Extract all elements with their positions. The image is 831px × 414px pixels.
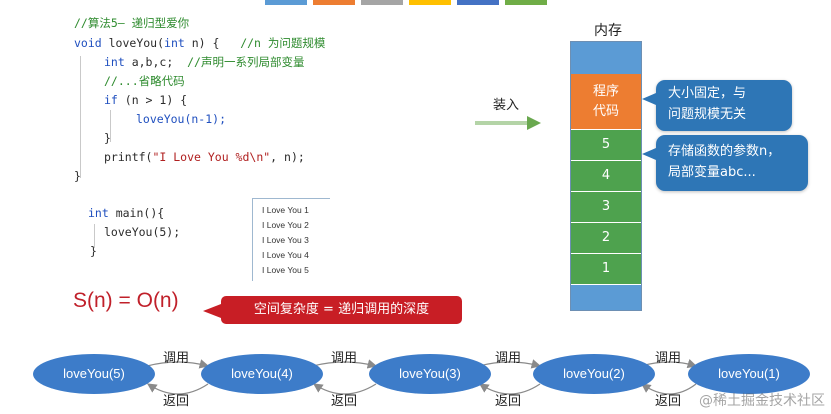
memory-program-code: 程序 代码: [571, 74, 641, 130]
slide-top-color-bar: [265, 0, 547, 5]
main-line-close: }: [90, 244, 97, 258]
tip-text: 大小固定，与: [668, 86, 747, 101]
console-output: I Love You 1 I Love You 2 I Love You 3 I…: [252, 198, 330, 281]
color-segment: [361, 0, 403, 5]
indent-guide: [80, 56, 81, 178]
tip-text: 局部变量abc...: [668, 165, 756, 180]
call-node: loveYou(2): [533, 354, 655, 394]
stack-frame: 4: [571, 161, 641, 192]
code-line-signature: void loveYou(int n) { //n 为问题规模: [74, 36, 326, 50]
color-segment: [409, 0, 451, 5]
call-label: 调用: [163, 351, 190, 366]
color-segment: [457, 0, 499, 5]
code-line-close-function: }: [74, 169, 81, 183]
stack-frame: 5: [571, 130, 641, 161]
code-line-comment: //算法5— 递归型爱你: [74, 16, 190, 30]
program-code-tip: 大小固定，与 问题规模无关: [642, 80, 792, 131]
call-node: loveYou(4): [201, 354, 323, 394]
memory-free-space: [571, 285, 641, 310]
memory-column: 程序 代码 5 4 3 2 1: [570, 41, 642, 311]
return-label: 返回: [331, 394, 358, 409]
color-segment: [313, 0, 355, 5]
color-segment: [505, 0, 547, 5]
main-line-signature: int main(){: [88, 206, 165, 220]
space-complexity-formula: S(n) = O(n): [73, 289, 179, 312]
indent-guide: [94, 224, 95, 248]
load-label: 装入: [493, 98, 520, 113]
memory-title: 内存: [594, 23, 622, 39]
stack-frame: 1: [571, 254, 641, 285]
program-code-label: 代码: [592, 104, 619, 119]
return-label: 返回: [655, 394, 682, 409]
call-node: loveYou(1): [688, 354, 810, 394]
complexity-callout: 空间复杂度 = 递归调用的深度: [203, 296, 462, 324]
console-line: I Love You 3: [262, 235, 309, 245]
tip-text: 问题规模无关: [668, 107, 747, 122]
console-line: I Love You 2: [262, 220, 309, 230]
code-line-if: if (n > 1) {: [104, 93, 188, 107]
stack-frame-tip: 存储函数的参数n， 局部变量abc...: [642, 135, 808, 191]
call-node: loveYou(5): [33, 354, 155, 394]
indent-guide: [110, 110, 111, 142]
main-line-call: loveYou(5);: [104, 225, 181, 239]
program-code-label: 程序: [592, 84, 619, 99]
code-line-omitted: //...省略代码: [104, 74, 185, 88]
color-segment: [265, 0, 307, 5]
return-arrows: [147, 383, 697, 395]
code-line-printf: printf("I Love You %d\n", n);: [104, 150, 305, 164]
load-arrow-icon: [475, 116, 541, 130]
code-line-close-if: }: [104, 131, 111, 145]
console-line: I Love You 5: [262, 265, 309, 275]
recursive-function-code: //算法5— 递归型爱你 void loveYou(int n) { //n 为…: [60, 14, 390, 184]
code-line-recursive-call: loveYou(n-1);: [136, 112, 227, 126]
call-node: loveYou(3): [369, 354, 491, 394]
call-label: 调用: [655, 351, 682, 366]
tip-text: 存储函数的参数n，: [668, 144, 781, 159]
stack-frame: 2: [571, 223, 641, 254]
return-label: 返回: [495, 394, 522, 409]
stack-frame: 3: [571, 192, 641, 223]
console-line: I Love You 1: [262, 205, 309, 215]
memory-free-space: [571, 42, 641, 74]
call-label: 调用: [331, 351, 358, 366]
watermark: @稀土掘金技术社区: [699, 393, 825, 409]
call-label: 调用: [495, 351, 522, 366]
return-label: 返回: [163, 394, 190, 409]
code-line-declaration: int a,b,c; //声明一系列局部变量: [104, 55, 305, 69]
console-line: I Love You 4: [262, 250, 309, 260]
